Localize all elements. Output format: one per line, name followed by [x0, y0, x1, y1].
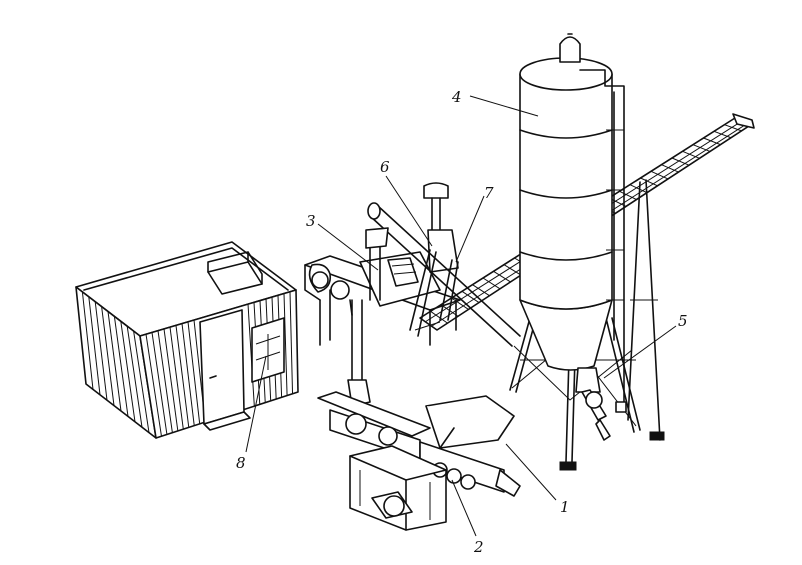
label-inclined-screw: 6: [380, 158, 390, 176]
label-silo: 4: [451, 88, 462, 106]
label-dust-filter: 7: [484, 184, 494, 202]
control-cabin: [75, 241, 299, 439]
air-pipe: [347, 227, 389, 407]
leader-lines: [245, 95, 677, 537]
silo: [509, 33, 665, 471]
label-silo-outlet: 5: [678, 312, 688, 330]
label-mixer: 1: [560, 498, 570, 516]
mixer-and-pump: [317, 391, 521, 531]
label-compressor: 3: [306, 212, 316, 230]
inclined-screw: [367, 202, 521, 347]
label-screw-pump: 2: [473, 538, 484, 556]
compressor-unit: [304, 182, 461, 346]
label-control-cabin: 8: [236, 454, 246, 472]
